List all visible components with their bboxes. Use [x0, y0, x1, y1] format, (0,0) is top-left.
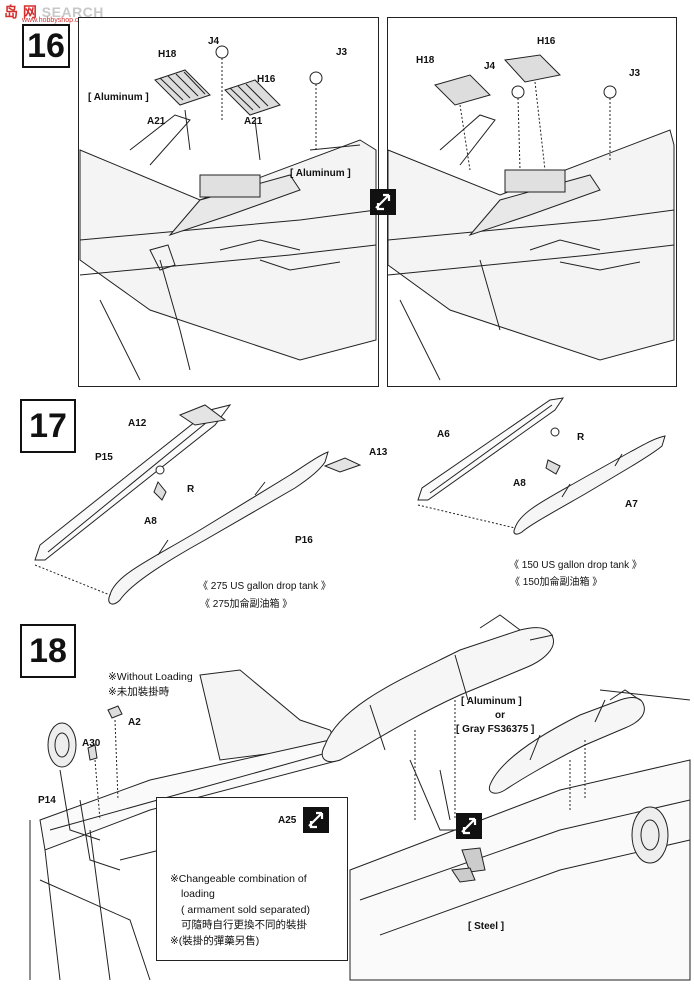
caption-150-gallon-cn: 《 150加侖副油箱 》: [510, 577, 603, 588]
note-line: ※(裝掛的彈藥另售): [170, 935, 260, 947]
finish-steel: [ Steel ]: [468, 921, 505, 932]
note-line: loading: [181, 888, 215, 900]
swap-arrows-icon: [370, 189, 396, 215]
watermark: 岛 网 SEARCH: [4, 4, 104, 20]
step16-left-panel: [78, 17, 379, 387]
step-number-17: 17: [20, 399, 76, 453]
finish-aluminum: [ Aluminum ]: [461, 696, 522, 707]
label-a13: A13: [369, 447, 388, 458]
caption-275-gallon-cn: 《 275加侖副油箱 》: [200, 599, 293, 610]
label-p14: P14: [38, 795, 56, 806]
note-line: 可隨時自行更換不同的裝掛: [181, 919, 307, 931]
label-a8: A8: [144, 516, 157, 527]
note-line: ( armament sold separated): [181, 904, 310, 916]
label-a30: A30: [82, 738, 101, 749]
step-number-16: 16: [22, 24, 70, 68]
caption-150-gallon-en: 《 150 US gallon drop tank 》: [509, 560, 642, 571]
label-a8: A8: [513, 478, 526, 489]
label-j3: J3: [629, 68, 641, 79]
label-h18: H18: [416, 55, 435, 66]
swap-arrows-icon: [456, 813, 482, 839]
label-a21: A21: [244, 116, 263, 127]
label-h16: H16: [537, 36, 556, 47]
step-number-18: 18: [20, 624, 76, 678]
label-aluminum: [ Aluminum ]: [88, 92, 149, 103]
label-j4: J4: [208, 36, 220, 47]
without-loading-note: ※Without Loading: [108, 671, 193, 683]
label-p16: P16: [295, 535, 313, 546]
label-j3: J3: [336, 47, 348, 58]
caption-275-gallon-en: 《 275 US gallon drop tank 》: [198, 581, 331, 592]
label-aluminum: [ Aluminum ]: [290, 168, 351, 179]
label-a25: A25: [278, 815, 297, 826]
label-h18: H18: [158, 49, 177, 60]
finish-or: or: [495, 710, 505, 721]
label-r: R: [577, 432, 585, 443]
watermark-url: www.hobbyshop.com: [22, 17, 89, 24]
label-j4: J4: [484, 61, 496, 72]
finish-gray: [ Gray FS36375 ]: [456, 724, 535, 735]
label-a21: A21: [147, 116, 166, 127]
label-a6: A6: [437, 429, 450, 440]
note-line: ※Changeable combination of: [170, 873, 307, 885]
label-p15: P15: [95, 452, 113, 463]
label-r: R: [187, 484, 195, 495]
label-a12: A12: [128, 418, 147, 429]
label-h16: H16: [257, 74, 276, 85]
label-a7: A7: [625, 499, 638, 510]
without-loading-note-cn: ※未加裝掛時: [108, 686, 170, 698]
label-a2: A2: [128, 717, 141, 728]
swap-arrows-icon: [303, 807, 329, 833]
